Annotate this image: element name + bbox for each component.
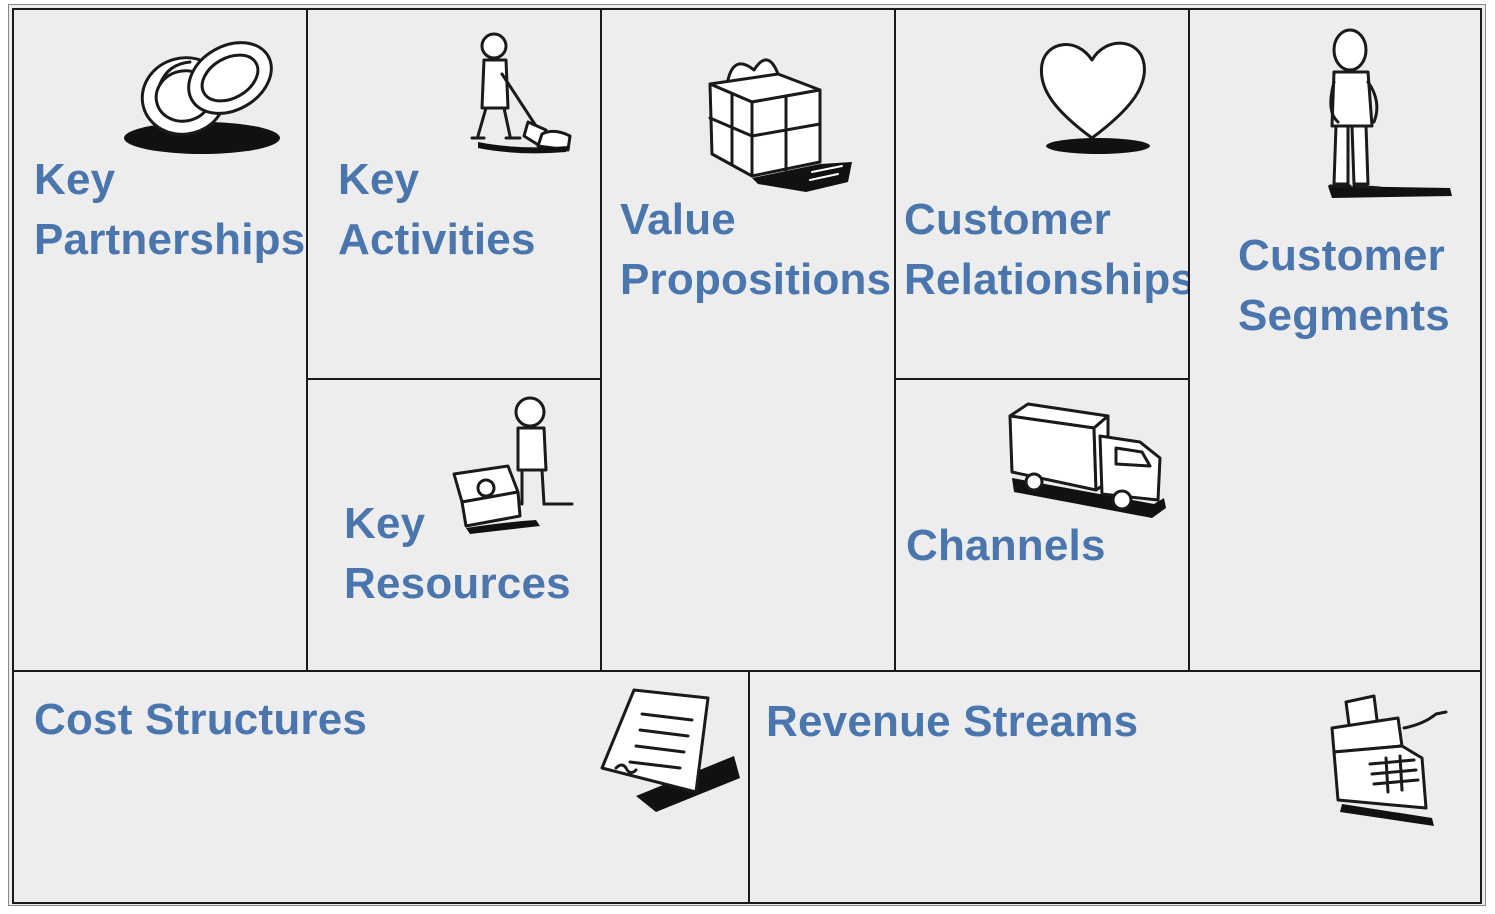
customer-relationships-title: Customer Relationships xyxy=(904,190,1195,310)
cost-structures-block: Cost Structures xyxy=(12,670,750,904)
gift-box-icon xyxy=(702,44,862,194)
revenue-streams-title: Revenue Streams xyxy=(766,692,1138,752)
value-propositions-block: Value Propositions xyxy=(600,8,896,672)
customer-segments-title: Customer Segments xyxy=(1238,226,1450,346)
business-model-canvas: Key Partnerships Key Activities xyxy=(8,4,1486,906)
key-activities-block: Key Activities xyxy=(306,8,602,382)
channels-title: Channels xyxy=(906,516,1106,576)
customer-relationships-title-line1: Customer xyxy=(904,195,1111,244)
interlocked-rings-icon xyxy=(122,26,292,161)
key-resources-title-line1: Key xyxy=(344,499,426,548)
key-partnerships-title-line1: Key xyxy=(34,155,116,204)
key-activities-title-line2: Activities xyxy=(338,215,536,264)
person-with-boxes-icon xyxy=(448,392,578,542)
delivery-truck-icon xyxy=(1004,402,1170,520)
value-propositions-title: Value Propositions xyxy=(620,190,891,310)
key-activities-title-line1: Key xyxy=(338,155,420,204)
customer-segments-title-line2: Segments xyxy=(1238,291,1450,340)
customer-segments-block: Customer Segments xyxy=(1188,8,1482,672)
key-activities-title: Key Activities xyxy=(338,150,536,270)
heart-icon xyxy=(1034,34,1154,154)
standing-person-icon xyxy=(1308,26,1458,202)
person-shoveling-icon xyxy=(448,30,573,160)
key-resources-title-line2: Resources xyxy=(344,559,571,608)
channels-title-line1: Channels xyxy=(906,521,1106,570)
cash-register-icon xyxy=(1322,688,1452,828)
value-propositions-title-line2: Propositions xyxy=(620,255,892,304)
cost-structures-title-line1: Cost Structures xyxy=(34,695,368,744)
key-resources-title: Key Resources xyxy=(344,494,571,614)
revenue-streams-title-line1: Revenue Streams xyxy=(766,697,1139,746)
key-partnerships-title: Key Partnerships xyxy=(34,150,305,270)
customer-relationships-block: Customer Relationships xyxy=(894,8,1195,382)
customer-relationships-title-line2: Relationships xyxy=(904,255,1196,304)
invoice-paper-icon xyxy=(596,688,746,818)
revenue-streams-block: Revenue Streams xyxy=(748,670,1482,904)
customer-segments-title-line1: Customer xyxy=(1238,231,1445,280)
key-partnerships-title-line2: Partnerships xyxy=(34,215,306,264)
key-partnerships-block: Key Partnerships xyxy=(12,8,308,672)
key-resources-block: Key Resources xyxy=(306,378,602,672)
value-propositions-title-line1: Value xyxy=(620,195,736,244)
channels-block: Channels xyxy=(894,378,1190,672)
cost-structures-title: Cost Structures xyxy=(34,690,367,750)
